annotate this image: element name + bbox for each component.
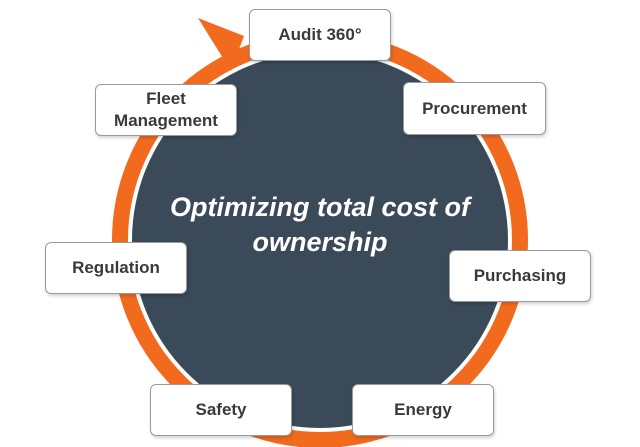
central-circle bbox=[132, 52, 508, 428]
stage-purchasing: Purchasing bbox=[449, 250, 591, 302]
stage-fleet-management: Fleet Management bbox=[95, 84, 237, 136]
stage-procurement: Procurement bbox=[403, 82, 546, 135]
stage-audit-360: Audit 360° bbox=[249, 9, 391, 61]
center-title: Optimizing total cost of ownership bbox=[170, 192, 470, 257]
stage-regulation: Regulation bbox=[45, 242, 187, 294]
stage-safety: Safety bbox=[150, 384, 292, 436]
cycle-arrow-head bbox=[198, 18, 244, 71]
stage-energy: Energy bbox=[352, 384, 494, 436]
